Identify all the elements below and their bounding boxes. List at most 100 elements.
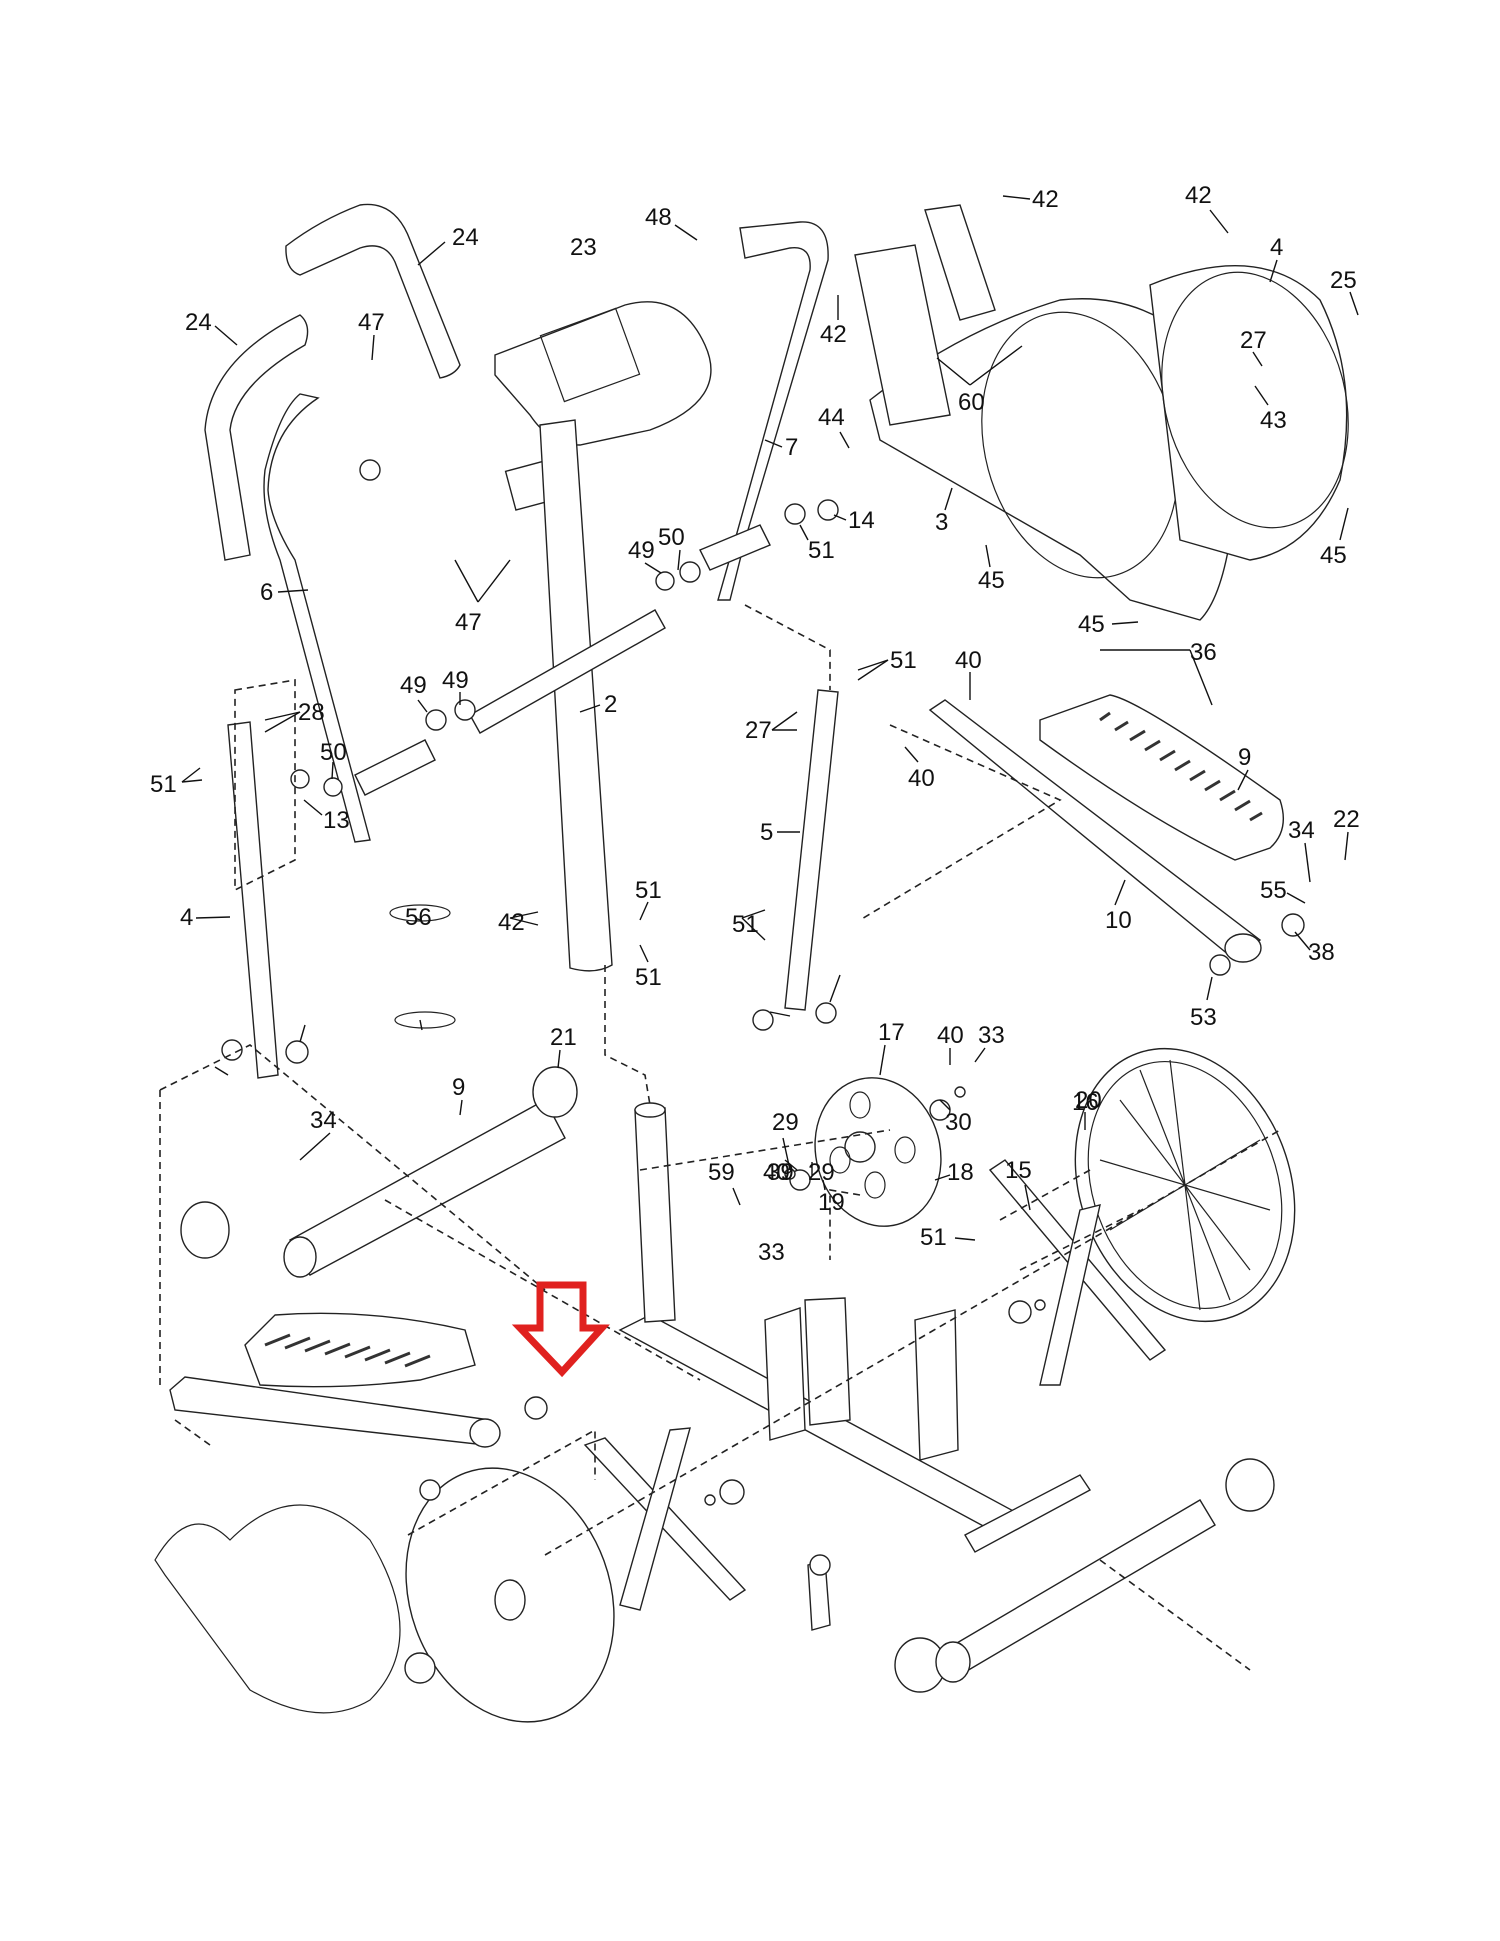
cable-63 <box>394 1011 456 1029</box>
callout: 51 <box>635 877 662 904</box>
callout: 38 <box>1308 939 1335 966</box>
callout: 20 <box>1075 1087 1102 1114</box>
callout: 51 <box>150 771 177 798</box>
callout: 51 <box>635 964 662 991</box>
callout: 23 <box>570 234 597 261</box>
callout: 45 <box>1320 542 1347 569</box>
callout: 9 <box>1238 744 1251 771</box>
callout: 43 <box>1260 407 1287 434</box>
callout: 40 <box>937 1022 964 1049</box>
rear-stabilizer-end <box>935 1641 971 1683</box>
frame-upright-socket <box>634 1107 676 1323</box>
callout: 47 <box>358 309 385 336</box>
console-display <box>539 307 641 403</box>
callout: 9 <box>452 1074 465 1101</box>
pivot-sleeve-right <box>699 524 771 571</box>
callout: 42 <box>498 909 525 936</box>
callout: 19 <box>818 1189 845 1216</box>
callout: 28 <box>298 699 325 726</box>
callout: 40 <box>763 1159 790 1186</box>
idler-pulley <box>809 1554 831 1576</box>
callout: 45 <box>1078 611 1105 638</box>
stabilizer-leg-right <box>1039 1204 1101 1386</box>
frame-upright-top <box>634 1102 666 1118</box>
lower-arm-right <box>784 689 839 1011</box>
callout: 49 <box>400 672 427 699</box>
shroud-right <box>1149 265 1348 561</box>
pedal-arm-left-tube <box>469 1418 501 1448</box>
pivot-axle <box>469 609 666 734</box>
callout: 50 <box>320 739 347 766</box>
callout: 42 <box>1032 186 1059 213</box>
flywheel-left-hub <box>494 1579 526 1621</box>
callout: 48 <box>645 204 672 231</box>
pulley-17 <box>814 1077 942 1227</box>
callout: 5 <box>760 819 773 846</box>
callout: 16 <box>1072 1089 1099 1116</box>
drive-belt <box>154 1504 401 1714</box>
callout: 42 <box>1185 182 1212 209</box>
callout: 59 <box>708 1159 735 1186</box>
callout: 56 <box>405 904 432 931</box>
callout: 21 <box>550 1024 577 1051</box>
callout: 17 <box>878 1019 905 1046</box>
upright-post <box>539 419 613 972</box>
pedal-right-grille <box>1099 711 1263 822</box>
frame-bracket-2 <box>804 1297 851 1426</box>
crank-tube-end <box>283 1236 317 1278</box>
callout: 53 <box>1190 1004 1217 1031</box>
pulley-17-hole <box>894 1136 916 1164</box>
callout: 55 <box>1260 877 1287 904</box>
handlebar-grip-left <box>204 314 309 561</box>
handlebar-grip-right <box>285 203 461 379</box>
callout: 2 <box>604 691 617 718</box>
callout: 4 <box>1270 234 1283 261</box>
callout: 18 <box>947 1159 974 1186</box>
flywheel-fan-inner <box>1087 1060 1283 1310</box>
callout: 27 <box>745 717 772 744</box>
callout: 33 <box>978 1022 1005 1049</box>
callout: 22 <box>1333 806 1360 833</box>
wheel-21-right <box>1225 1458 1275 1512</box>
upper-arm-left <box>263 393 371 843</box>
shroud-front-panel <box>924 204 996 321</box>
callout: 51 <box>808 537 835 564</box>
callout: 51 <box>732 911 759 938</box>
callout: 44 <box>818 404 845 431</box>
frame-support-post <box>914 1309 959 1461</box>
callout: 7 <box>785 434 798 461</box>
pedal-arm-right <box>928 699 1262 961</box>
pivot-sleeve-left <box>354 739 436 796</box>
callout: 13 <box>323 807 350 834</box>
pulley-17-hole <box>864 1171 886 1199</box>
shroud-upright-cover <box>854 244 951 426</box>
callout: 45 <box>978 567 1005 594</box>
callout: 42 <box>820 321 847 348</box>
callout: 51 <box>920 1224 947 1251</box>
parts-drawing <box>154 203 1349 1723</box>
pedal-right <box>1039 694 1284 861</box>
callout: 14 <box>848 507 875 534</box>
callout: 30 <box>945 1109 972 1136</box>
callout: 25 <box>1330 267 1357 294</box>
callout: 47 <box>455 609 482 636</box>
callout: 33 <box>758 1239 785 1266</box>
callout: 51 <box>890 647 917 674</box>
callout: 34 <box>310 1107 337 1134</box>
lower-arm-left <box>227 721 279 1079</box>
pulley-17-hub <box>844 1131 876 1163</box>
console <box>494 301 712 446</box>
callout: 27 <box>1240 327 1267 354</box>
shroud-right-ring <box>1161 271 1349 529</box>
highlight-arrow <box>511 1281 610 1378</box>
callout: 60 <box>958 389 985 416</box>
callout: 34 <box>1288 817 1315 844</box>
flywheel-fan-blades <box>1099 1059 1271 1311</box>
upper-arm-right <box>717 221 829 601</box>
callout: 6 <box>260 579 273 606</box>
callout: 40 <box>908 765 935 792</box>
callout: 15 <box>1005 1157 1032 1184</box>
pulley-17-hole <box>849 1091 871 1119</box>
wheel-21-left <box>180 1201 230 1259</box>
